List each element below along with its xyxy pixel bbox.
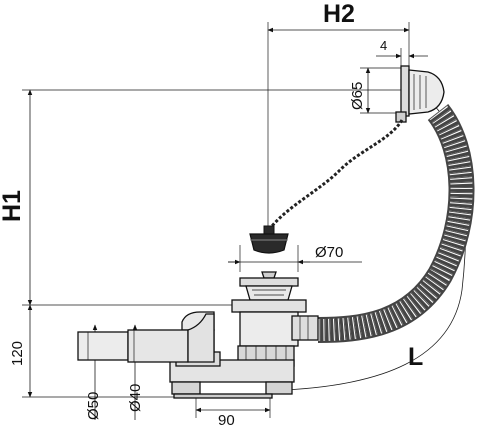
plug-chain	[270, 119, 404, 227]
outlet-pipe	[77, 313, 215, 363]
d70-label: Ø70	[315, 244, 343, 261]
h120-label: 120	[9, 341, 26, 366]
d40-label: Ø40	[127, 384, 144, 412]
drain-strainer	[239, 271, 299, 301]
d50-label: Ø50	[85, 392, 102, 420]
l-label: L	[408, 343, 423, 371]
rubber-plug	[249, 225, 289, 254]
h2-label: H2	[323, 0, 355, 28]
flexible-hose-outline	[317, 103, 475, 343]
overflow-head	[395, 65, 445, 123]
offset-label: 4	[380, 38, 387, 53]
d65-label: Ø65	[349, 82, 366, 110]
drain-body	[231, 299, 319, 367]
w90-label: 90	[218, 412, 235, 427]
h1-label: H1	[0, 190, 26, 222]
